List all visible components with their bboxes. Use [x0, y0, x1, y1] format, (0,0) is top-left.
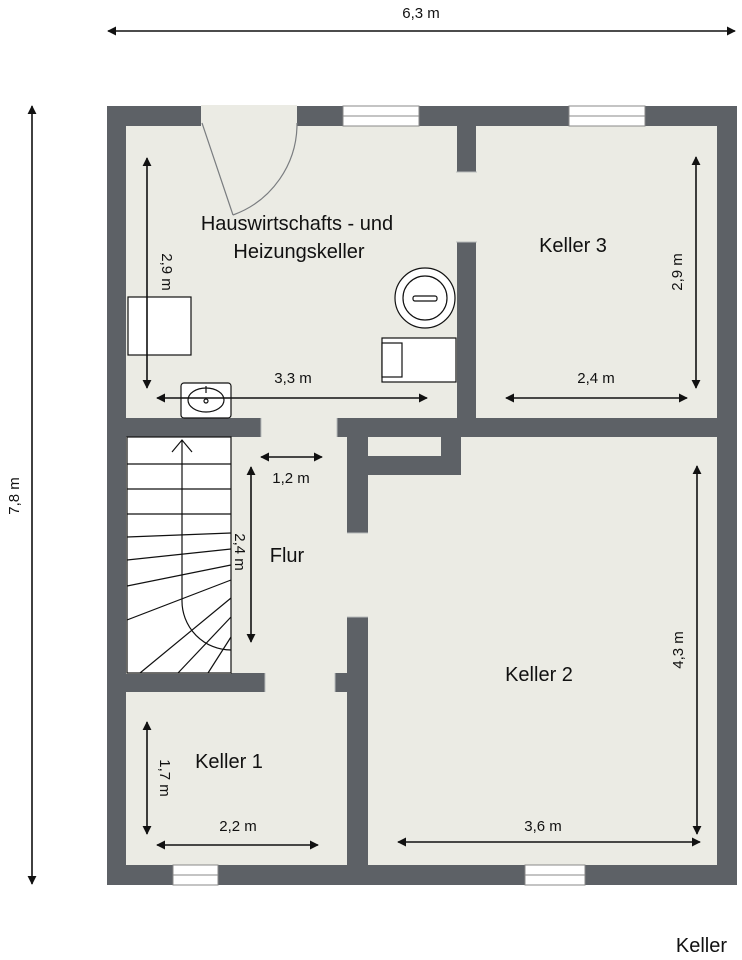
- k1-height-label: 1,7 m: [156, 759, 173, 797]
- floor-name: Keller: [676, 935, 727, 957]
- sink: [180, 382, 232, 419]
- keller3-floor: [476, 126, 717, 418]
- overall-height-label: 7,8 m: [6, 477, 23, 515]
- room-label-hwr-line1: Hauswirtschafts - und: [201, 213, 393, 235]
- room-label-hwr-line2: Heizungskeller: [233, 241, 365, 263]
- k3-width-label: 2,4 m: [577, 370, 615, 387]
- k1-width-label: 2,2 m: [219, 818, 257, 835]
- boiler: [394, 267, 456, 329]
- room-label-keller2: Keller 2: [505, 664, 573, 686]
- keller2-floor: [368, 437, 717, 865]
- room-label-keller3: Keller 3: [539, 235, 607, 257]
- dimension-lines: [27, 26, 736, 885]
- keller1-floor: [126, 692, 347, 865]
- washer: [127, 296, 192, 356]
- room-label-keller1: Keller 1: [195, 751, 263, 773]
- door-opening-flur-top: [261, 417, 337, 438]
- hwr-width-label: 3,3 m: [274, 370, 312, 387]
- door-opening-hwr-k3: [456, 172, 477, 242]
- room-label-flur: Flur: [270, 545, 305, 567]
- door-frames: [260, 171, 477, 692]
- overall-width-label: 6,3 m: [402, 5, 440, 22]
- door-opening-hwr-top: [201, 105, 297, 127]
- door-opening-flur-k1: [265, 672, 335, 693]
- hwr-height-label: 2,9 m: [158, 253, 175, 291]
- fixtures: [127, 267, 457, 419]
- door-swing: [201, 122, 298, 216]
- chimney-inner: [368, 437, 441, 456]
- k2-height-label: 4,3 m: [670, 631, 687, 669]
- door-opening-flur-k2: [346, 533, 369, 617]
- flur-height-label: 2,4 m: [231, 533, 248, 571]
- k2-width-label: 3,6 m: [524, 818, 562, 835]
- flur-width-label: 1,2 m: [272, 470, 310, 487]
- k3-height-label: 2,9 m: [669, 253, 686, 291]
- staircase: [126, 436, 232, 674]
